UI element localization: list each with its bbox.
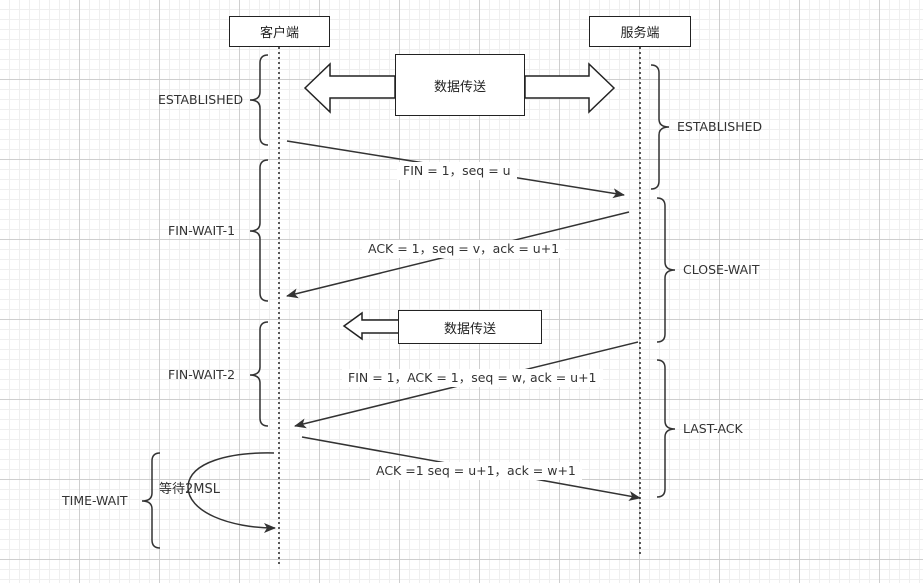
data-transfer-box-top: 数据传送 [395, 54, 525, 116]
fin1-message-label: FIN = 1，seq = u [397, 162, 517, 180]
wait-loop-arrow [187, 452, 276, 533]
client-state-fin-wait-1: FIN-WAIT-1 [168, 223, 236, 238]
client-brace-time-wait [141, 452, 161, 549]
server-state-close-wait: CLOSE-WAIT [683, 262, 760, 277]
data-transfer-left-arrow [342, 311, 400, 341]
client-state-established: ESTABLISHED [158, 92, 244, 107]
client-state-time-wait: TIME-WAIT [62, 493, 128, 508]
server-participant-label: 服务端 [620, 26, 660, 41]
client-brace-fin-wait-2 [249, 321, 269, 427]
server-brace-last-ack [656, 359, 676, 498]
client-participant-box: 客户端 [229, 16, 330, 47]
client-state-fin-wait-2: FIN-WAIT-2 [168, 367, 236, 382]
data-transfer-label-top: 数据传送 [433, 79, 486, 95]
server-participant-box: 服务端 [589, 16, 691, 47]
client-brace-established [249, 54, 269, 146]
server-state-established: ESTABLISHED [677, 119, 763, 134]
server-state-last-ack: LAST-ACK [683, 421, 743, 436]
server-brace-close-wait [656, 197, 676, 343]
data-transfer-box-bottom: 数据传送 [398, 310, 542, 344]
ack2-message-label: ACK =1 seq = u+1，ack = w+1 [370, 462, 582, 480]
client-brace-fin-wait-1 [249, 159, 269, 302]
fin2-message-label: FIN = 1，ACK = 1，seq = w, ack = u+1 [342, 369, 603, 387]
ack1-message-label: ACK = 1，seq = v，ack = u+1 [362, 240, 566, 258]
wait-2msl-label: 等待2MSL [159, 482, 220, 497]
server-brace-established [650, 64, 670, 190]
client-participant-label: 客户端 [259, 26, 299, 41]
data-transfer-label-bottom: 数据传送 [443, 321, 496, 337]
